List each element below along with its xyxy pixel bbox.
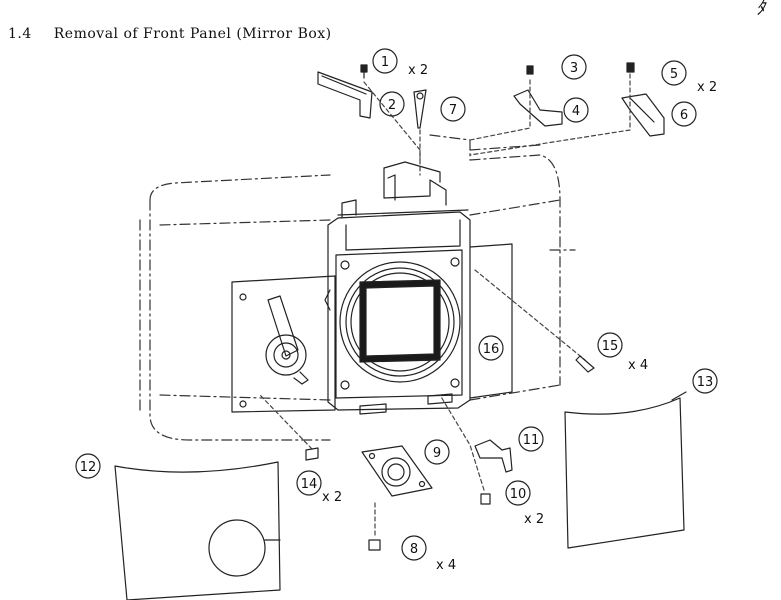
callout-9 bbox=[424, 439, 450, 465]
callout-12 bbox=[75, 453, 101, 479]
right-front-plate bbox=[469, 243, 513, 399]
callout-label-15: 15 bbox=[602, 339, 619, 354]
callout-13 bbox=[692, 368, 718, 394]
part-3-screw bbox=[526, 65, 534, 75]
assembly-leader-lines bbox=[259, 73, 631, 536]
part-5-screw bbox=[626, 62, 635, 73]
callout-label-14: 14 bbox=[301, 477, 318, 492]
section-number: 1.4 bbox=[8, 26, 32, 42]
callout-8 bbox=[401, 535, 427, 561]
corner-mark: ﾀ bbox=[756, 0, 765, 19]
part-13-cover bbox=[564, 391, 687, 549]
section-heading: 1.4 Removal of Front Panel (Mirror Box) bbox=[8, 26, 332, 42]
callout-label-1: 1 bbox=[381, 55, 389, 70]
callout-label-4: 4 bbox=[572, 104, 580, 119]
part-15-screw bbox=[575, 355, 595, 373]
callout-1 bbox=[372, 48, 398, 74]
callout-10 bbox=[505, 480, 531, 506]
qty-label-1: x 2 bbox=[408, 63, 428, 78]
part-4-bracket bbox=[513, 89, 563, 127]
section-title: Removal of Front Panel (Mirror Box) bbox=[53, 26, 332, 42]
callout-label-12: 12 bbox=[80, 460, 97, 475]
part-10-screw bbox=[480, 493, 491, 505]
callout-16 bbox=[478, 335, 504, 361]
callouts bbox=[75, 48, 718, 561]
part-2-bracket bbox=[317, 64, 373, 119]
callout-6 bbox=[671, 101, 697, 127]
callout-4 bbox=[563, 97, 589, 123]
qty-label-14: x 2 bbox=[322, 490, 342, 505]
callout-label-9: 9 bbox=[433, 446, 441, 461]
part-12-cover bbox=[114, 461, 281, 600]
callout-label-2: 2 bbox=[388, 98, 396, 113]
callout-label-11: 11 bbox=[523, 433, 540, 448]
callout-7 bbox=[440, 96, 466, 122]
qty-label-5: x 2 bbox=[697, 80, 717, 95]
callout-11 bbox=[518, 426, 544, 452]
callout-label-13: 13 bbox=[697, 375, 714, 390]
callout-label-3: 3 bbox=[570, 61, 578, 76]
part-14-screw bbox=[305, 447, 319, 461]
qty-label-15: x 4 bbox=[628, 358, 648, 373]
qty-label-8: x 4 bbox=[436, 558, 456, 573]
callout-15 bbox=[597, 332, 623, 358]
callout-label-7: 7 bbox=[449, 103, 457, 118]
callout-label-10: 10 bbox=[510, 487, 527, 502]
part-8-screw bbox=[368, 539, 381, 551]
callout-14 bbox=[296, 470, 322, 496]
callout-3 bbox=[561, 54, 587, 80]
part-7-pin bbox=[413, 89, 427, 129]
callout-label-8: 8 bbox=[410, 542, 418, 557]
part-11-bracket bbox=[474, 439, 513, 473]
callout-2 bbox=[379, 91, 405, 117]
camera-body-outline bbox=[139, 134, 576, 441]
callout-label-5: 5 bbox=[670, 67, 678, 82]
callout-label-6: 6 bbox=[680, 108, 688, 123]
qty-label-10: x 2 bbox=[524, 512, 544, 527]
callout-5 bbox=[661, 60, 687, 86]
part-9-plate bbox=[361, 445, 433, 497]
mirror-box bbox=[324, 161, 471, 415]
callout-label-16: 16 bbox=[483, 342, 500, 357]
left-front-plate bbox=[231, 275, 336, 413]
